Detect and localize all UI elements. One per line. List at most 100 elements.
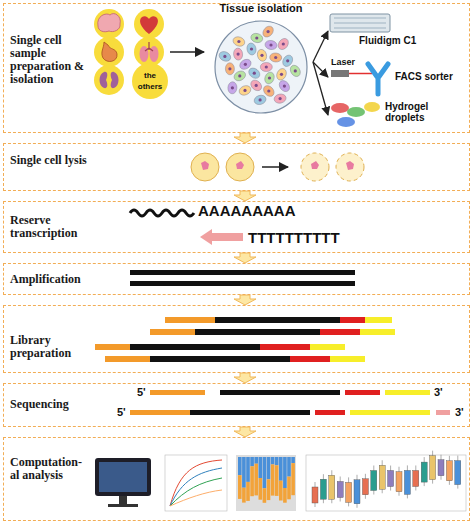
organ-icons-part <box>98 14 121 32</box>
stacked-bars-part <box>250 466 254 496</box>
tissue-outline-part <box>255 36 258 39</box>
tissue-outline-part <box>269 52 282 62</box>
sequencing-bars-part <box>130 410 190 415</box>
tissue-outline-part <box>223 55 226 58</box>
library-bars-part <box>165 317 215 323</box>
analysis-figures-part <box>236 455 296 511</box>
box-plots-part <box>362 479 368 495</box>
stacked-bars <box>238 457 295 503</box>
step-panel: Single cell sample preparation & isolati… <box>3 3 470 133</box>
box-plots-part <box>421 462 427 482</box>
flow-arrow <box>234 427 256 437</box>
tissue-outline-part <box>269 43 272 46</box>
library-bars-part <box>105 356 150 362</box>
library-bars-part <box>95 344 130 350</box>
device-icons <box>330 14 390 127</box>
flow-arrow <box>234 373 256 383</box>
device-icons-part <box>347 107 365 117</box>
sequencing-bars <box>130 390 450 415</box>
amplicon-bars <box>130 270 355 286</box>
flow-arrow <box>234 253 256 263</box>
library-bars-part <box>130 344 260 350</box>
flow-arrow <box>234 191 256 201</box>
organ-circle: the others <box>132 63 168 99</box>
organ-icons-part <box>170 51 204 53</box>
analysis-figures <box>95 451 466 511</box>
organ-icons-part <box>140 16 158 34</box>
step-panel: Library preparation <box>3 305 470 373</box>
stacked-bars-part <box>254 464 258 496</box>
box-plots-part <box>404 470 410 494</box>
organ-icons-part <box>94 65 124 95</box>
tissue-outline-part <box>232 35 246 48</box>
library-bars-part <box>150 329 195 335</box>
annotation-text: TTTTTTTTTT <box>248 229 340 246</box>
organ-icons-part <box>94 9 124 39</box>
tissue-outline-part <box>253 94 267 106</box>
device-icons-part <box>331 103 349 113</box>
lysis-cells-part <box>236 161 244 169</box>
annotation-text: AAAAAAAAA <box>198 202 296 219</box>
stacked-bars-part <box>279 457 283 481</box>
tissue-outline-part <box>268 76 271 79</box>
tissue-outline-part <box>264 40 277 51</box>
device-icons-part <box>349 73 372 75</box>
analysis-figures-part <box>170 460 222 506</box>
annotation-text: 3' <box>455 406 464 418</box>
tissue-circle: Tissue isolation <box>209 3 313 117</box>
tissue-outline-part <box>259 98 262 101</box>
tissue-outline-part <box>267 30 270 33</box>
lysis-cells-part <box>346 161 354 170</box>
sequencing-bars-part <box>150 390 205 395</box>
device-icons-part <box>368 64 388 94</box>
organ-icons-part <box>102 42 117 61</box>
amplicon-bars-part <box>130 281 355 286</box>
step-label: Single cell lysis <box>10 154 92 167</box>
box-plots-part <box>312 487 318 503</box>
organ-icons-part <box>145 42 153 51</box>
device-box: Hydrogel droplets <box>329 99 467 131</box>
organ-icons-part <box>150 46 159 62</box>
analysis-figures-part <box>170 468 222 506</box>
stacked-bars-part <box>271 464 275 495</box>
box-plots-part <box>354 480 360 504</box>
tissue-outline-part <box>215 21 307 113</box>
tissue-outline-part <box>256 48 268 62</box>
box-plots-part <box>413 471 419 487</box>
node-label: Fluidigm C1 <box>359 35 459 46</box>
stacked-bars-part <box>279 481 283 501</box>
node-label: the others <box>132 70 168 92</box>
tissue-outline-part <box>231 86 234 89</box>
annotation-text: Laser <box>331 57 355 67</box>
flow-arrow <box>313 31 328 62</box>
step-label: Single cell sample preparation & isolati… <box>10 34 92 86</box>
sequencing-bars-part <box>436 410 450 415</box>
sequencing-bars-part <box>315 410 345 415</box>
tissue-outline-part <box>238 74 241 77</box>
tissue-outline-part <box>253 72 256 75</box>
stacked-bars-part <box>271 457 275 464</box>
step-panel: Sequencing <box>3 383 470 427</box>
tissue-outline-part <box>243 89 246 92</box>
box-plots-part <box>346 482 352 502</box>
box-plots <box>312 451 461 508</box>
box-plots-part <box>446 461 452 481</box>
tissue-outline-part <box>288 63 302 78</box>
lysis-cells-part <box>201 161 209 170</box>
box-plots-part <box>329 475 335 499</box>
box-plots-part <box>320 479 326 499</box>
stacked-bars-part <box>275 457 279 465</box>
box-plots-part <box>379 465 385 489</box>
node-label: Hydrogel droplets <box>385 101 455 123</box>
stacked-bars-part <box>267 479 271 500</box>
tissue-outline-part <box>261 24 276 39</box>
sequencing-bars-part <box>350 410 430 415</box>
tissue-outline-part <box>237 53 240 56</box>
library-bars-part <box>150 356 290 362</box>
node-label: FACS sorter <box>395 71 467 82</box>
stacked-bars-part <box>287 457 291 477</box>
stacked-bars-part <box>259 457 263 478</box>
sequencing-bars-part <box>190 410 310 415</box>
stacked-bars-part <box>259 478 263 500</box>
tissue-outline-part <box>283 85 286 88</box>
